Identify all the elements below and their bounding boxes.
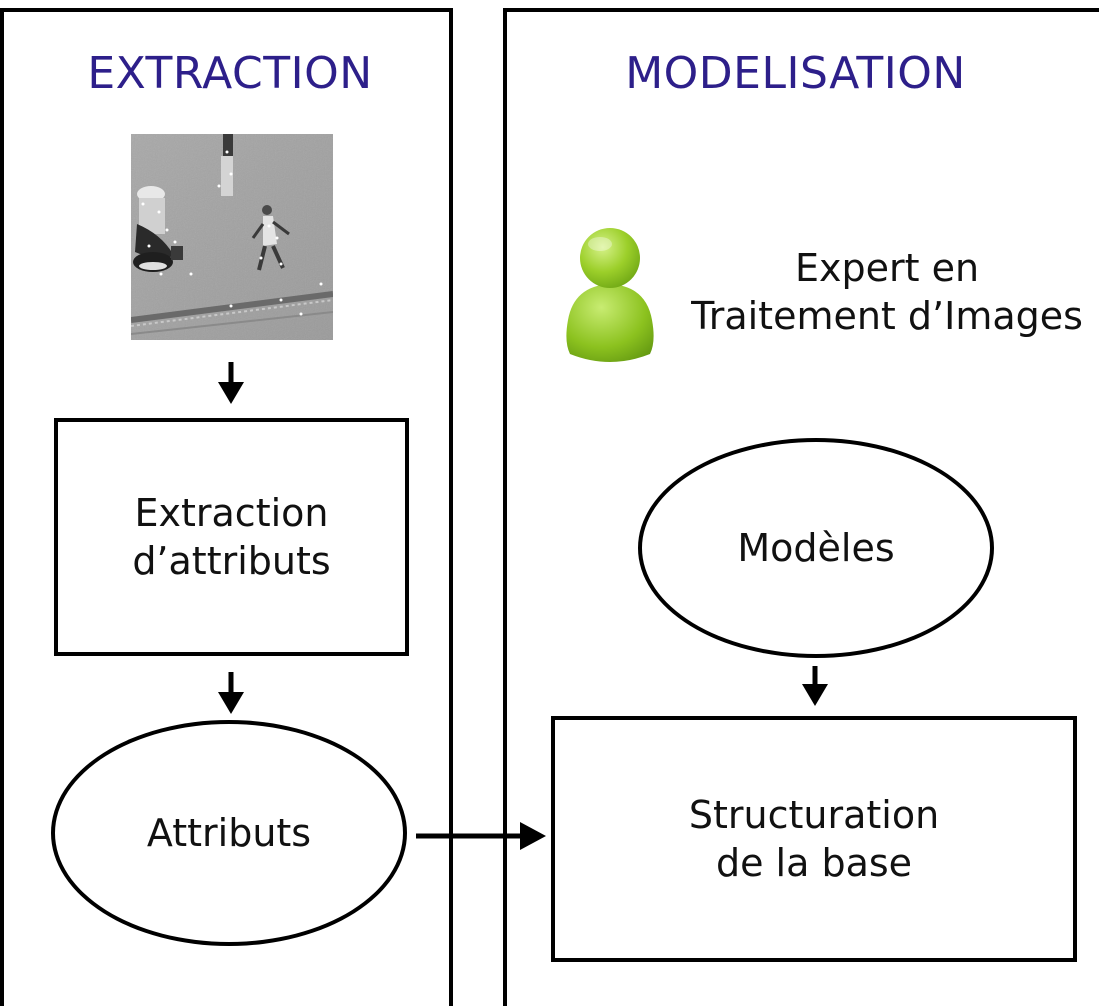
extraction-box-line1: Extraction xyxy=(134,491,329,535)
extraction-box-line2: d’attributs xyxy=(132,539,331,583)
lane-title-extraction: EXTRACTION xyxy=(87,48,373,99)
extraction-process-box: Extraction d’attributs xyxy=(54,418,409,656)
structuration-process-box: Structuration de la base xyxy=(551,716,1077,962)
video-frame-thumbnail xyxy=(131,134,333,340)
modeles-label: Modèles xyxy=(737,526,895,570)
modeles-node: Modèles xyxy=(638,438,994,658)
expert-label-line1: Expert en xyxy=(794,246,980,290)
structuration-box-line2: de la base xyxy=(715,841,913,885)
structuration-box-line1: Structuration xyxy=(688,793,940,837)
user-person-icon xyxy=(566,228,654,362)
attributs-label: Attributs xyxy=(146,811,312,855)
lane-modelisation xyxy=(503,8,1099,1006)
attributs-node: Attributs xyxy=(51,720,407,946)
expert-label: Expert en Traitement d’Images xyxy=(682,244,1092,340)
lane-extraction xyxy=(0,8,453,1006)
expert-label-line2: Traitement d’Images xyxy=(691,294,1083,338)
lane-title-modelisation: MODELISATION xyxy=(625,48,966,99)
